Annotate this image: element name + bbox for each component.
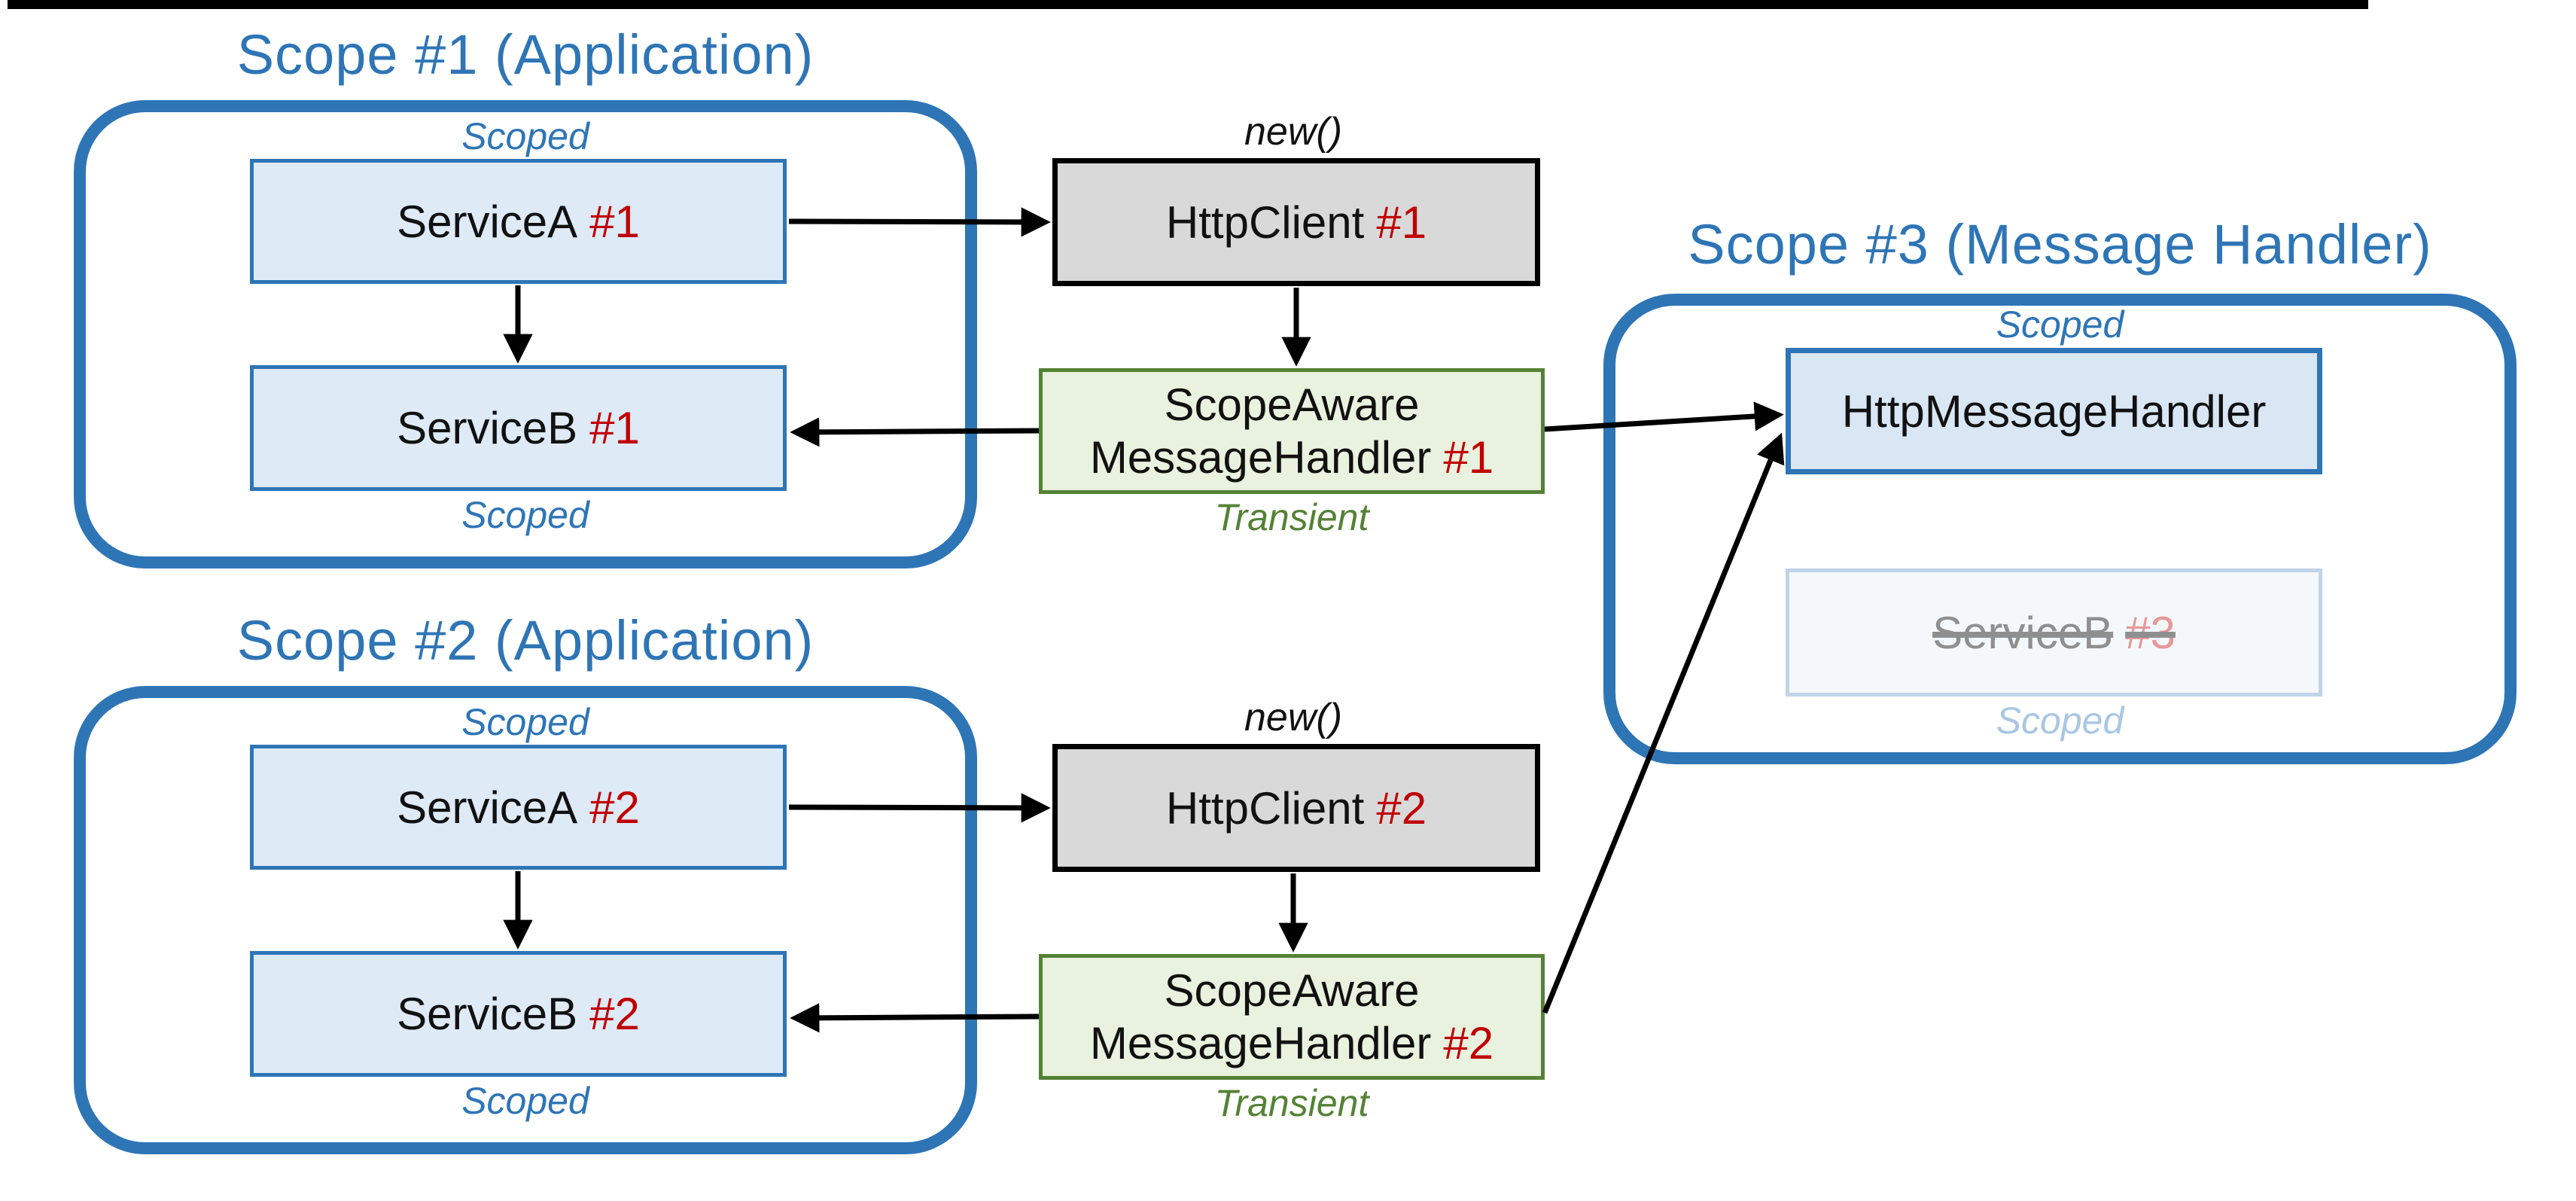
httpmessagehandler-box: HttpMessageHandler xyxy=(1786,348,2322,474)
serviceB1-instance: #1 xyxy=(589,403,640,453)
scopeaware-handler1-box: ScopeAware MessageHandler #1 xyxy=(1039,368,1545,494)
scope1-scoped-label-bottom: Scoped xyxy=(461,494,589,536)
serviceA2-box: ServiceA #2 xyxy=(250,745,787,870)
scopeaware-handler1-line1: ScopeAware xyxy=(1164,380,1420,431)
scopeaware-handler1-name: MessageHandler xyxy=(1089,431,1432,483)
httpclient2-box: HttpClient #2 xyxy=(1052,744,1540,872)
serviceB3-instance: #3 xyxy=(2125,607,2176,658)
scope1-container xyxy=(74,100,977,568)
scopeaware-handler2-line2: MessageHandler #2 xyxy=(1090,1020,1494,1067)
httpclient2-name: HttpClient xyxy=(1165,782,1365,834)
scopeaware-handler2-name: MessageHandler xyxy=(1089,1017,1432,1068)
serviceB3-strikethrough-text: ServiceB#3 xyxy=(1932,607,2176,659)
scopeaware-handler2-box: ScopeAware MessageHandler #2 xyxy=(1039,954,1545,1080)
new-label-2: new() xyxy=(1244,696,1343,739)
scope3-scoped-label-top: Scoped xyxy=(1996,303,2124,346)
serviceA1-name: ServiceA xyxy=(397,196,578,247)
serviceB2-instance: #2 xyxy=(589,989,640,1039)
scope3-scoped-label-bottom: Scoped xyxy=(1996,700,2124,742)
scope2-scoped-label-bottom: Scoped xyxy=(461,1080,589,1122)
serviceA1-box: ServiceA #1 xyxy=(250,159,787,284)
httpclient1-box: HttpClient #1 xyxy=(1052,158,1540,286)
scope1-scoped-label-top: Scoped xyxy=(461,115,589,157)
serviceA2-name: ServiceA xyxy=(397,782,578,833)
scopeaware-handler2-instance: #2 xyxy=(1443,1017,1494,1068)
scope2-container xyxy=(74,686,977,1154)
serviceB3-name: ServiceB xyxy=(1932,607,2114,658)
httpmessagehandler-name: HttpMessageHandler xyxy=(1841,386,2267,437)
serviceB3-disposed-box: ServiceB#3 xyxy=(1786,568,2322,697)
scope1-title: Scope #1 (Application) xyxy=(236,23,815,86)
httpclient2-instance: #2 xyxy=(1376,782,1427,834)
top-border-bar xyxy=(8,0,2368,9)
scope3-title: Scope #3 (Message Handler) xyxy=(1688,213,2432,276)
httpclient1-instance: #1 xyxy=(1376,197,1427,248)
scope2-title: Scope #2 (Application) xyxy=(236,609,815,672)
httpclient1-name: HttpClient xyxy=(1165,197,1365,248)
new-label-1: new() xyxy=(1244,110,1343,154)
serviceB1-box: ServiceB #1 xyxy=(250,365,787,491)
transient-label-1: Transient xyxy=(1214,496,1369,538)
transient-label-2: Transient xyxy=(1214,1082,1369,1124)
serviceA1-instance: #1 xyxy=(589,196,640,247)
serviceA2-instance: #2 xyxy=(589,782,640,833)
serviceB1-name: ServiceB xyxy=(397,403,578,453)
scopeaware-handler1-instance: #1 xyxy=(1443,431,1494,483)
serviceB2-name: ServiceB xyxy=(397,989,578,1039)
scopeaware-handler1-line2: MessageHandler #1 xyxy=(1090,434,1494,481)
serviceB2-box: ServiceB #2 xyxy=(250,951,787,1077)
scopeaware-handler2-line1: ScopeAware xyxy=(1164,965,1420,1017)
scope2-scoped-label-top: Scoped xyxy=(461,701,589,743)
